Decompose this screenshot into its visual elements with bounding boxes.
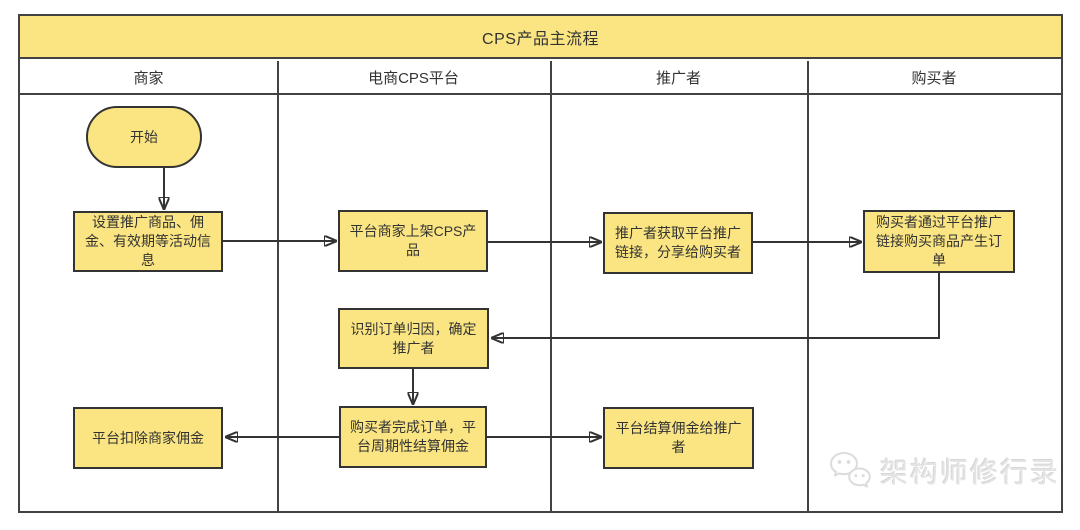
lane-divider (277, 61, 279, 511)
node-get-promo-link: 推广者获取平台推广链接，分享给购买者 (603, 212, 753, 274)
diagram-title-bar: CPS产品主流程 (20, 16, 1061, 59)
lane-divider (807, 61, 809, 511)
lane-header-platform: 电商CPS平台 (368, 69, 459, 87)
node-order-attribution: 识别订单归因，确定推广者 (338, 308, 489, 369)
arrow-buy-order-to-attribute-order (493, 273, 940, 338)
node-settle-promoter-commission: 平台结算佣金给推广者 (603, 407, 754, 469)
lane-header-buyer: 购买者 (911, 69, 957, 87)
node-set-activity-info: 设置推广商品、佣金、有效期等活动信息 (73, 211, 223, 272)
node-buy-via-link: 购买者通过平台推广链接购买商品产生订单 (863, 210, 1015, 273)
lane-header-row: 商家 电商CPS平台 推广者 购买者 (20, 61, 1061, 95)
watermark: 架构师修行录 (828, 450, 1060, 492)
wechat-logo-icon (830, 452, 871, 488)
lane-header-merchant: 商家 (133, 69, 164, 87)
diagram-title: CPS产品主流程 (482, 30, 599, 48)
start-node: 开始 (86, 106, 202, 168)
watermark-text: 架构师修行录 (880, 457, 1061, 488)
swimlane-frame: CPS产品主流程 商家 电商CPS平台 推广者 购买者 开 (18, 14, 1063, 513)
node-periodic-settlement: 购买者完成订单，平台周期性结算佣金 (339, 406, 487, 468)
lane-divider (550, 61, 552, 511)
node-list-cps-product: 平台商家上架CPS产品 (338, 210, 488, 272)
node-deduct-merchant-commission: 平台扣除商家佣金 (73, 407, 223, 469)
lane-header-promoter: 推广者 (655, 69, 701, 87)
